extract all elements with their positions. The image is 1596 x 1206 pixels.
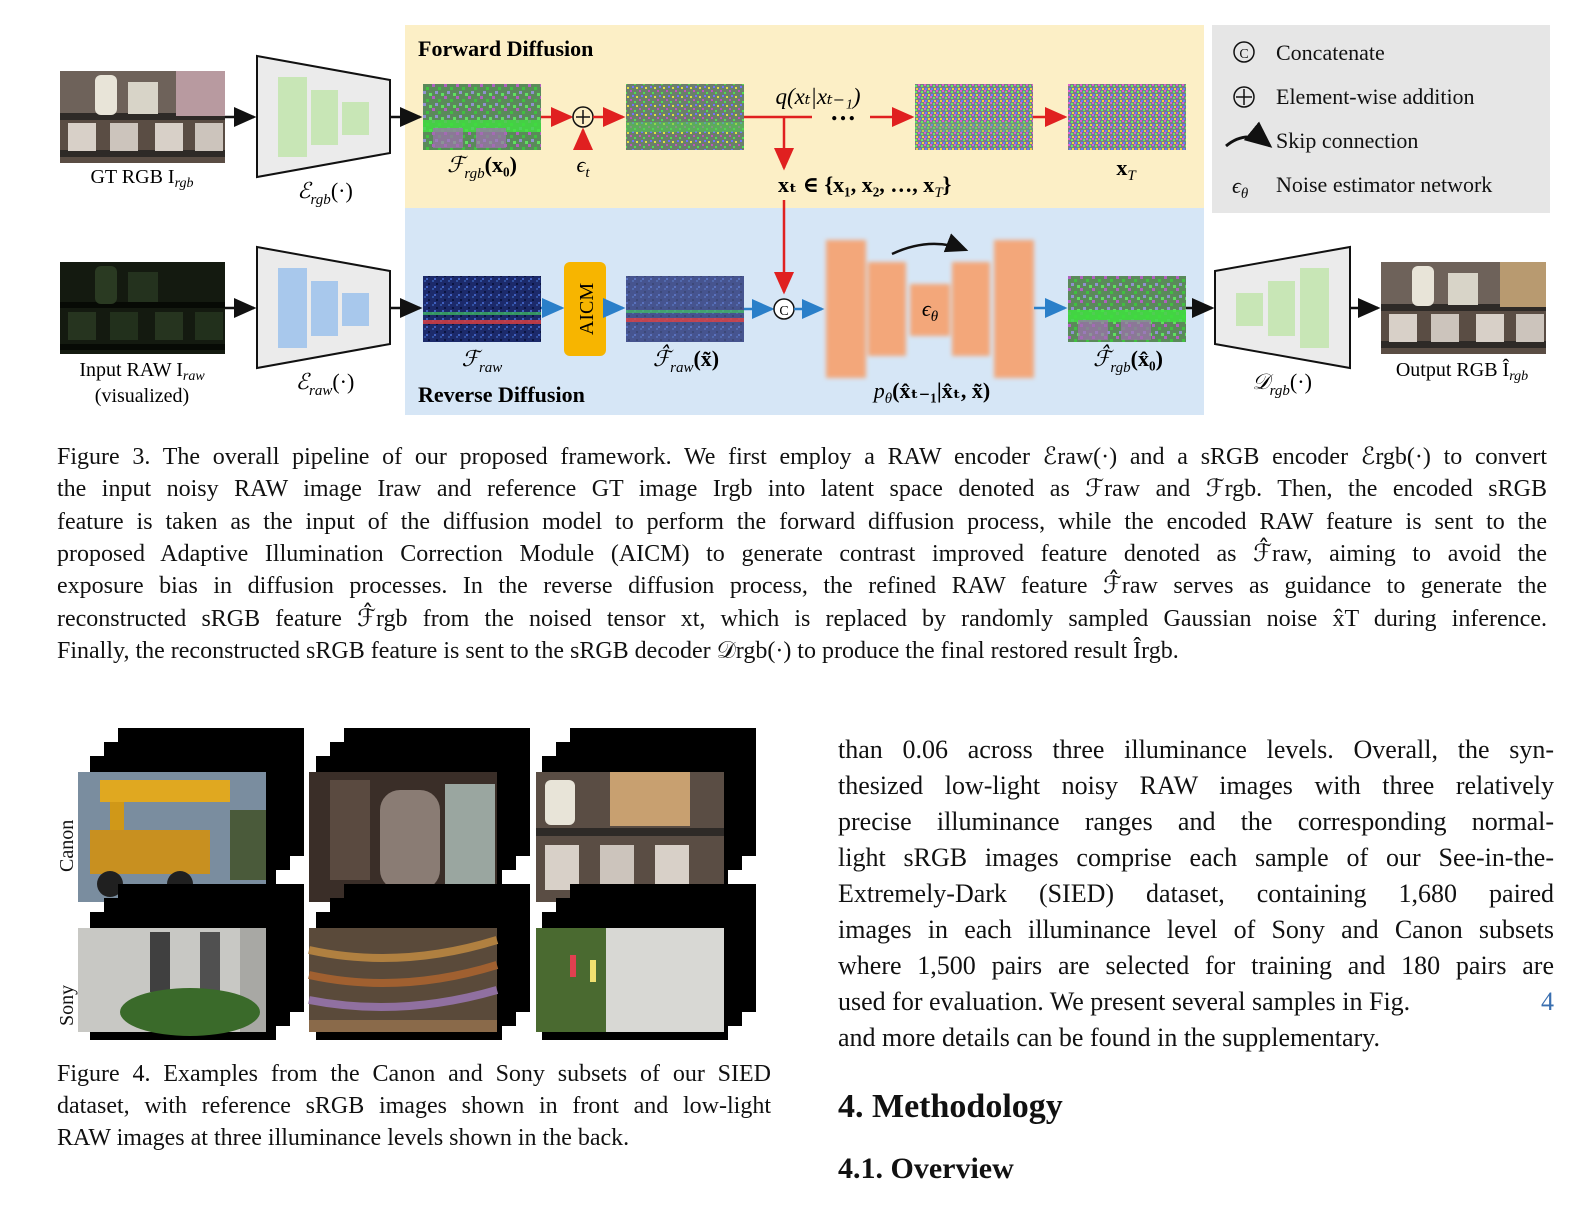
noised-feature-2: [915, 84, 1033, 150]
body-line-text: used for evaluation. We present several …: [838, 987, 1411, 1016]
skip-connection-icon: [1225, 121, 1273, 148]
caption-3-line: the input noisy RAW image Iraw and refer…: [57, 476, 1547, 502]
body-line: thesized low-light noisy RAW images with…: [838, 771, 1554, 800]
body-line: than 0.06 across three illuminance level…: [838, 735, 1554, 764]
caption-3-line: exposure bias in diffusion processes. In…: [57, 573, 1547, 599]
body-line: precise illuminance ranges and the corre…: [838, 807, 1554, 836]
unet-skip-connection: [891, 233, 969, 256]
f-raw-hat-label: ℱ̂raw(x̃): [653, 344, 719, 376]
eps-theta-label: ϵθ: [922, 296, 939, 325]
aicm-module: [564, 262, 606, 356]
caption-3-line: reconstructed sRGB feature ℱ̂rgb from th…: [57, 606, 1547, 632]
caption-3-line: Figure 3. The overall pipeline of our pr…: [57, 444, 1547, 470]
concatenate-icon: [1233, 41, 1255, 63]
q-transition-label: q(xₜ|xₜ₋₁): [775, 84, 860, 109]
element-wise-addition-icon: [1233, 86, 1255, 108]
caption-4-line: Figure 4. Examples from the Canon and So…: [57, 1061, 771, 1087]
noise-estimator-unet: [826, 240, 1034, 378]
f-rgb-x0-feature: [423, 84, 541, 150]
input-raw-label: Input RAW Iraw: [79, 359, 205, 384]
sony-sample-3: [536, 884, 756, 1040]
subsection-heading: 4.1. Overview: [838, 1152, 1014, 1185]
sony-sample-1: [78, 884, 304, 1040]
row-label-sony: Sony: [56, 984, 78, 1026]
svg-text:Skip connection: Skip connection: [1276, 128, 1418, 153]
body-line: where 1,500 pairs are selected for train…: [838, 951, 1554, 980]
row-label-canon: Canon: [56, 819, 78, 872]
svg-text:C: C: [1239, 47, 1248, 62]
canon-sample-2: [309, 728, 530, 902]
ellipsis: …: [830, 97, 856, 126]
body-line: light sRGB images comprise each sample o…: [838, 843, 1554, 872]
raw-encoder-block: [256, 245, 391, 370]
input-raw-image: [60, 262, 225, 354]
reverse-diffusion-title: Reverse Diffusion: [418, 382, 585, 407]
figure-3-pipeline-diagram: C Concatenate Element-wise addition Skip…: [60, 25, 1550, 415]
rgb-decoder-label: 𝒟rgb(·): [1252, 369, 1312, 399]
canon-sample-3: [536, 728, 756, 902]
gt-rgb-image: [60, 71, 225, 163]
f-rgb-hat-feature: [1068, 276, 1186, 342]
section-heading: 4. Methodology: [838, 1088, 1063, 1125]
f-rgb-hat-label: ℱ̂rgb(x̂₀): [1093, 344, 1163, 376]
svg-text:C: C: [779, 304, 788, 319]
noised-feature-1: [626, 84, 744, 150]
body-line: used for evaluation. We present several …: [838, 984, 1554, 1020]
input-raw-visualized-label: (visualized): [95, 385, 189, 407]
forward-diffusion-title: Forward Diffusion: [418, 36, 593, 61]
rgb-encoder-block: [256, 54, 391, 179]
figure-4-dataset-samples: [78, 728, 756, 1040]
noise-estimator-icon: ϵθ: [1232, 173, 1249, 202]
f-raw-label: ℱraw: [462, 346, 503, 376]
legend-panel: [1212, 25, 1550, 213]
rgb-decoder-block: [1214, 245, 1351, 370]
caption-3-line: Finally, the reconstructed sRGB feature …: [57, 638, 1179, 664]
output-rgb-label: Output RGB Îrgb: [1396, 358, 1528, 384]
caption-3-line: proposed Adaptive Illumination Correctio…: [57, 541, 1547, 567]
sony-sample-2: [308, 884, 530, 1040]
eps-t-label: ϵt: [576, 152, 590, 181]
figure-4-link[interactable]: 4: [1541, 987, 1554, 1016]
body-line: and more details can be found in the sup…: [838, 1023, 1380, 1052]
caption-4-line: dataset, with reference sRGB images show…: [57, 1093, 771, 1119]
output-rgb-image: [1381, 262, 1546, 354]
canon-sample-1: [78, 728, 304, 902]
f-raw-feature: [423, 276, 541, 342]
raw-encoder-label: ℰraw(·): [296, 369, 355, 399]
x-T-noise: [1068, 84, 1186, 150]
body-line: images in each illuminance level of Sony…: [838, 915, 1554, 944]
x-T-label: xT: [1116, 155, 1137, 184]
svg-text:Element-wise addition: Element-wise addition: [1276, 84, 1475, 109]
body-line: Extremely-Dark (SIED) dataset, containin…: [838, 879, 1554, 908]
x-t-set-label: xₜ ∈ {x₁, x₂, …, xT}: [778, 172, 951, 201]
gt-rgb-label: GT RGB Irgb: [90, 166, 193, 191]
svg-text:Noise estimator network: Noise estimator network: [1276, 172, 1492, 197]
f-rgb-x0-label: ℱrgb(x₀): [447, 152, 517, 182]
p-theta-label: pθ(x̂ₜ₋₁|x̂ₜ, x̃): [872, 378, 990, 407]
rgb-encoder-label: ℰrgb(·): [297, 178, 353, 208]
caption-4-line: RAW images at three illuminance levels s…: [57, 1125, 630, 1151]
caption-3-line: feature is taken as the input of the dif…: [57, 509, 1547, 535]
aicm-label: AICM: [576, 283, 598, 335]
f-raw-hat-feature: [626, 276, 744, 342]
legend: C Concatenate Element-wise addition Skip…: [1225, 40, 1492, 202]
svg-text:Concatenate: Concatenate: [1276, 40, 1385, 65]
